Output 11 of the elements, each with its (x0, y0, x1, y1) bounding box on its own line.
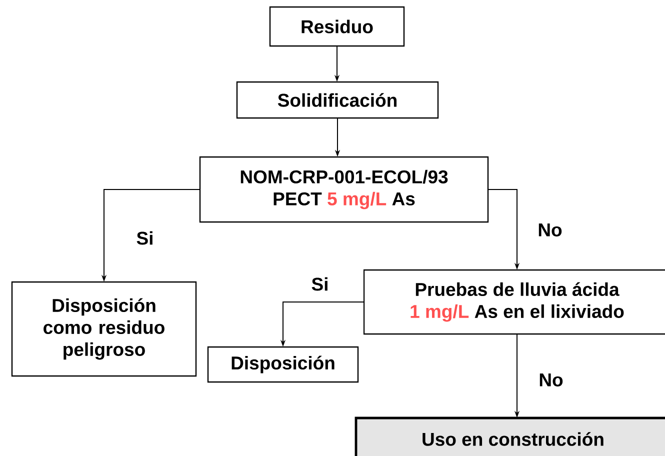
process-box: Uso en construcción (354, 416, 665, 456)
edge-label: Si (310, 276, 330, 292)
edge-label: No (536, 222, 564, 238)
process-box: Pruebas de lluvia ácida 1 mg/L As en el lixiviado (363, 269, 665, 335)
edge-label: Si (135, 230, 155, 246)
process-box: NOM-CRP-001-ECOL/93 PECT 5 mg/L As (199, 156, 489, 223)
edge-label: No (538, 372, 564, 388)
process-box: Residuo (269, 6, 405, 47)
process-box: Solidificación (236, 81, 439, 119)
process-box: Disposición (207, 346, 359, 383)
process-box: Disposición como residuo peligroso (11, 281, 197, 377)
